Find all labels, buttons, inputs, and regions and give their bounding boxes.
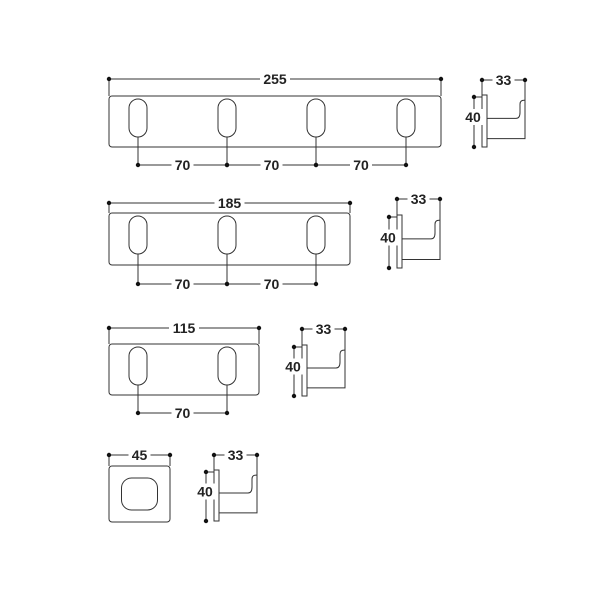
label-background [224,447,247,463]
hook-arm-profile [219,474,258,514]
dimension-endpoint [386,214,392,220]
width-dimension-label: 255 [263,71,287,87]
dimension-endpoint [135,162,141,168]
dimension-endpoint [313,162,319,168]
hook-arm-profile [487,99,526,140]
label-background [260,71,290,87]
mounting-slot [128,98,148,138]
mounting-slot [306,98,326,138]
dimension-endpoint [203,469,209,475]
dimension-endpoint [386,265,392,271]
hook-height-dimension-label: 40 [197,484,213,500]
dimension-endpoint [342,326,348,332]
slot-spacing-dimension-label: 70 [264,157,280,173]
label-background [171,276,194,292]
width-dimension-label: 45 [132,447,148,463]
front-plate [108,212,351,266]
hook-rail-row-1: 255 70 70 70 33 40 [106,71,528,173]
front-plate [108,95,442,148]
label-background [260,157,283,173]
slot-spacing-dimension-label: 70 [175,157,191,173]
dimension-endpoint [106,325,112,331]
mounting-slot [121,477,158,511]
label-background [492,72,515,88]
hook-depth-dimension-label: 33 [228,447,244,463]
label-background [128,447,151,463]
dimension-endpoint [479,77,485,83]
label-background [350,157,372,173]
hook-depth-dimension-label: 33 [411,191,427,207]
dimension-endpoint [135,281,141,287]
label-background [282,358,304,375]
mounting-slot [128,346,148,386]
label-background [462,109,484,125]
front-plate [108,465,171,523]
label-background [312,321,335,337]
dimension-endpoint [522,77,528,83]
hook-side-view: 33 40 [462,72,528,150]
dimension-endpoint [203,518,209,524]
label-background [171,405,194,421]
dimension-endpoint [313,281,319,287]
mounting-slot [128,215,148,255]
dimension-endpoint [256,325,262,331]
dimension-endpoint [224,162,230,168]
front-plate [108,343,260,396]
hook-arm-profile [307,349,346,389]
hook-side-view: 33 40 [377,191,443,271]
hook-depth-dimension-label: 33 [496,72,512,88]
dimension-endpoint [394,196,400,202]
hook-rail-row-3: 115 70 33 40 [106,320,348,421]
mounting-slot [217,346,237,386]
slot-spacing-dimension-label: 70 [175,405,191,421]
label-background [171,157,194,173]
dimension-endpoint [299,326,305,332]
label-background [377,229,399,246]
hook-height-dimension-label: 40 [465,109,481,125]
dimension-endpoint [471,144,477,150]
dimension-endpoint [254,452,260,458]
dimension-endpoint [224,281,230,287]
mounting-slot [306,215,326,255]
width-dimension-label: 115 [173,320,196,336]
slot-spacing-dimension-label: 70 [353,157,369,173]
dimension-endpoint [211,452,217,458]
hook-side-view: 33 40 [282,321,348,399]
hook-rail-row-2: 185 70 70 33 40 [106,191,443,292]
label-background [169,320,199,336]
slot-spacing-dimension-label: 70 [175,276,191,292]
dimension-endpoint [471,94,477,100]
dimension-endpoint [106,76,112,82]
label-background [194,483,216,500]
mounting-slot [217,98,237,138]
mounting-slot [396,98,416,138]
dimension-endpoint [135,410,141,416]
hook-rail-row-4: 45 33 40 [106,447,260,524]
hook-height-dimension-label: 40 [285,359,301,375]
label-background [214,195,245,211]
hook-side-view: 33 40 [194,447,260,524]
dimension-endpoint [291,344,297,350]
slot-spacing-dimension-label: 70 [264,276,280,292]
dimension-endpoint [224,410,230,416]
dimension-endpoint [106,452,112,458]
dimension-endpoint [438,76,444,82]
label-background [407,191,430,207]
dimension-endpoint [106,200,112,206]
dimension-endpoint [167,452,173,458]
dimension-endpoint [347,200,353,206]
dimension-endpoint [437,196,443,202]
label-background [260,276,283,292]
hook-arm-profile [402,219,441,261]
dimension-endpoint [403,162,409,168]
width-dimension-label: 185 [218,195,242,211]
mounting-slot [217,215,237,255]
dimension-endpoint [291,393,297,399]
hook-depth-dimension-label: 33 [316,321,332,337]
hook-height-dimension-label: 40 [380,230,396,246]
